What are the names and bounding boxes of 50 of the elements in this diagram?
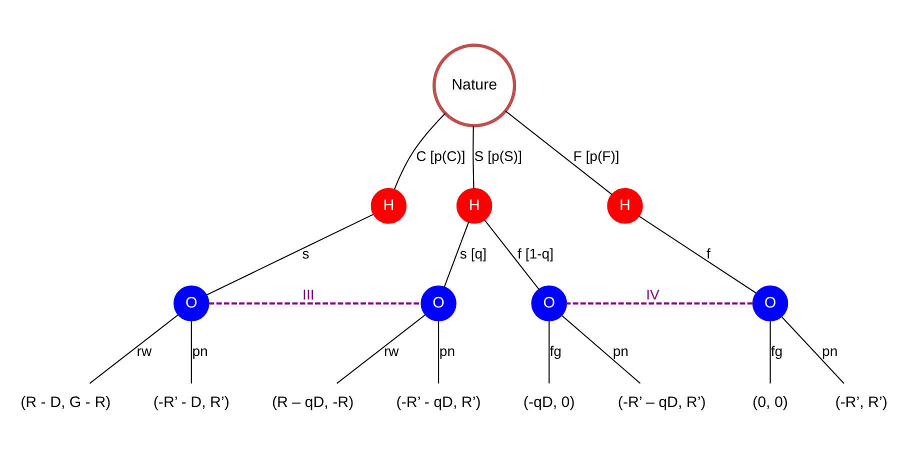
edge-label: fg xyxy=(550,342,562,359)
edge-label: f xyxy=(706,245,710,262)
connector xyxy=(781,316,844,384)
node-circle: O xyxy=(174,286,210,322)
edge-label: fg xyxy=(770,342,783,359)
edge-label: pn xyxy=(439,342,456,359)
node-text: (-R’ – qD, R’) xyxy=(618,394,706,412)
node-circle: O xyxy=(420,286,456,322)
connector xyxy=(89,314,178,384)
edge-label: pn xyxy=(612,342,628,359)
edge-label: pn xyxy=(192,342,208,359)
edge-label: III xyxy=(302,286,314,303)
edge-label: f [1-q] xyxy=(518,245,554,262)
node-text: (R - D, G - R) xyxy=(20,394,111,412)
node-circle: H xyxy=(456,188,492,224)
connector xyxy=(444,222,470,288)
connector xyxy=(394,113,446,190)
edge-label: F [p(F)] xyxy=(573,148,620,164)
node-text: (-qD, 0) xyxy=(523,394,575,412)
connector xyxy=(190,321,192,384)
node-text: (-R’, R’) xyxy=(835,394,888,412)
connector xyxy=(770,321,771,384)
connector xyxy=(472,126,474,188)
connector xyxy=(484,220,540,290)
node-circle: O xyxy=(531,286,567,322)
edge-label: s xyxy=(302,245,310,262)
node-circle: Nature xyxy=(432,44,516,128)
edge-label: pn xyxy=(822,342,838,359)
edge-label: rw xyxy=(136,342,152,359)
edge-label: s [q] xyxy=(460,245,487,262)
node-text: (-R’ - D, R’) xyxy=(153,394,230,412)
edge-label: rw xyxy=(384,342,399,359)
connector xyxy=(639,216,756,294)
connector xyxy=(562,315,641,384)
edge-label: C [p(C)] xyxy=(416,148,466,164)
edge-label: IV xyxy=(646,286,660,303)
connector xyxy=(566,302,753,304)
connector xyxy=(206,214,374,296)
node-text: (-R’ - qD, R’) xyxy=(396,394,481,412)
connector xyxy=(208,302,422,304)
connector xyxy=(505,110,612,195)
connector xyxy=(336,314,426,384)
node-circle: O xyxy=(752,286,788,322)
node-circle: H xyxy=(370,188,407,224)
connector xyxy=(438,321,440,384)
connector xyxy=(548,321,550,384)
node-circle: H xyxy=(607,188,643,224)
node-text: (R – qD, -R) xyxy=(272,394,354,412)
edge-label: S [p(S)] xyxy=(474,148,522,164)
node-text: (0, 0) xyxy=(752,394,788,412)
